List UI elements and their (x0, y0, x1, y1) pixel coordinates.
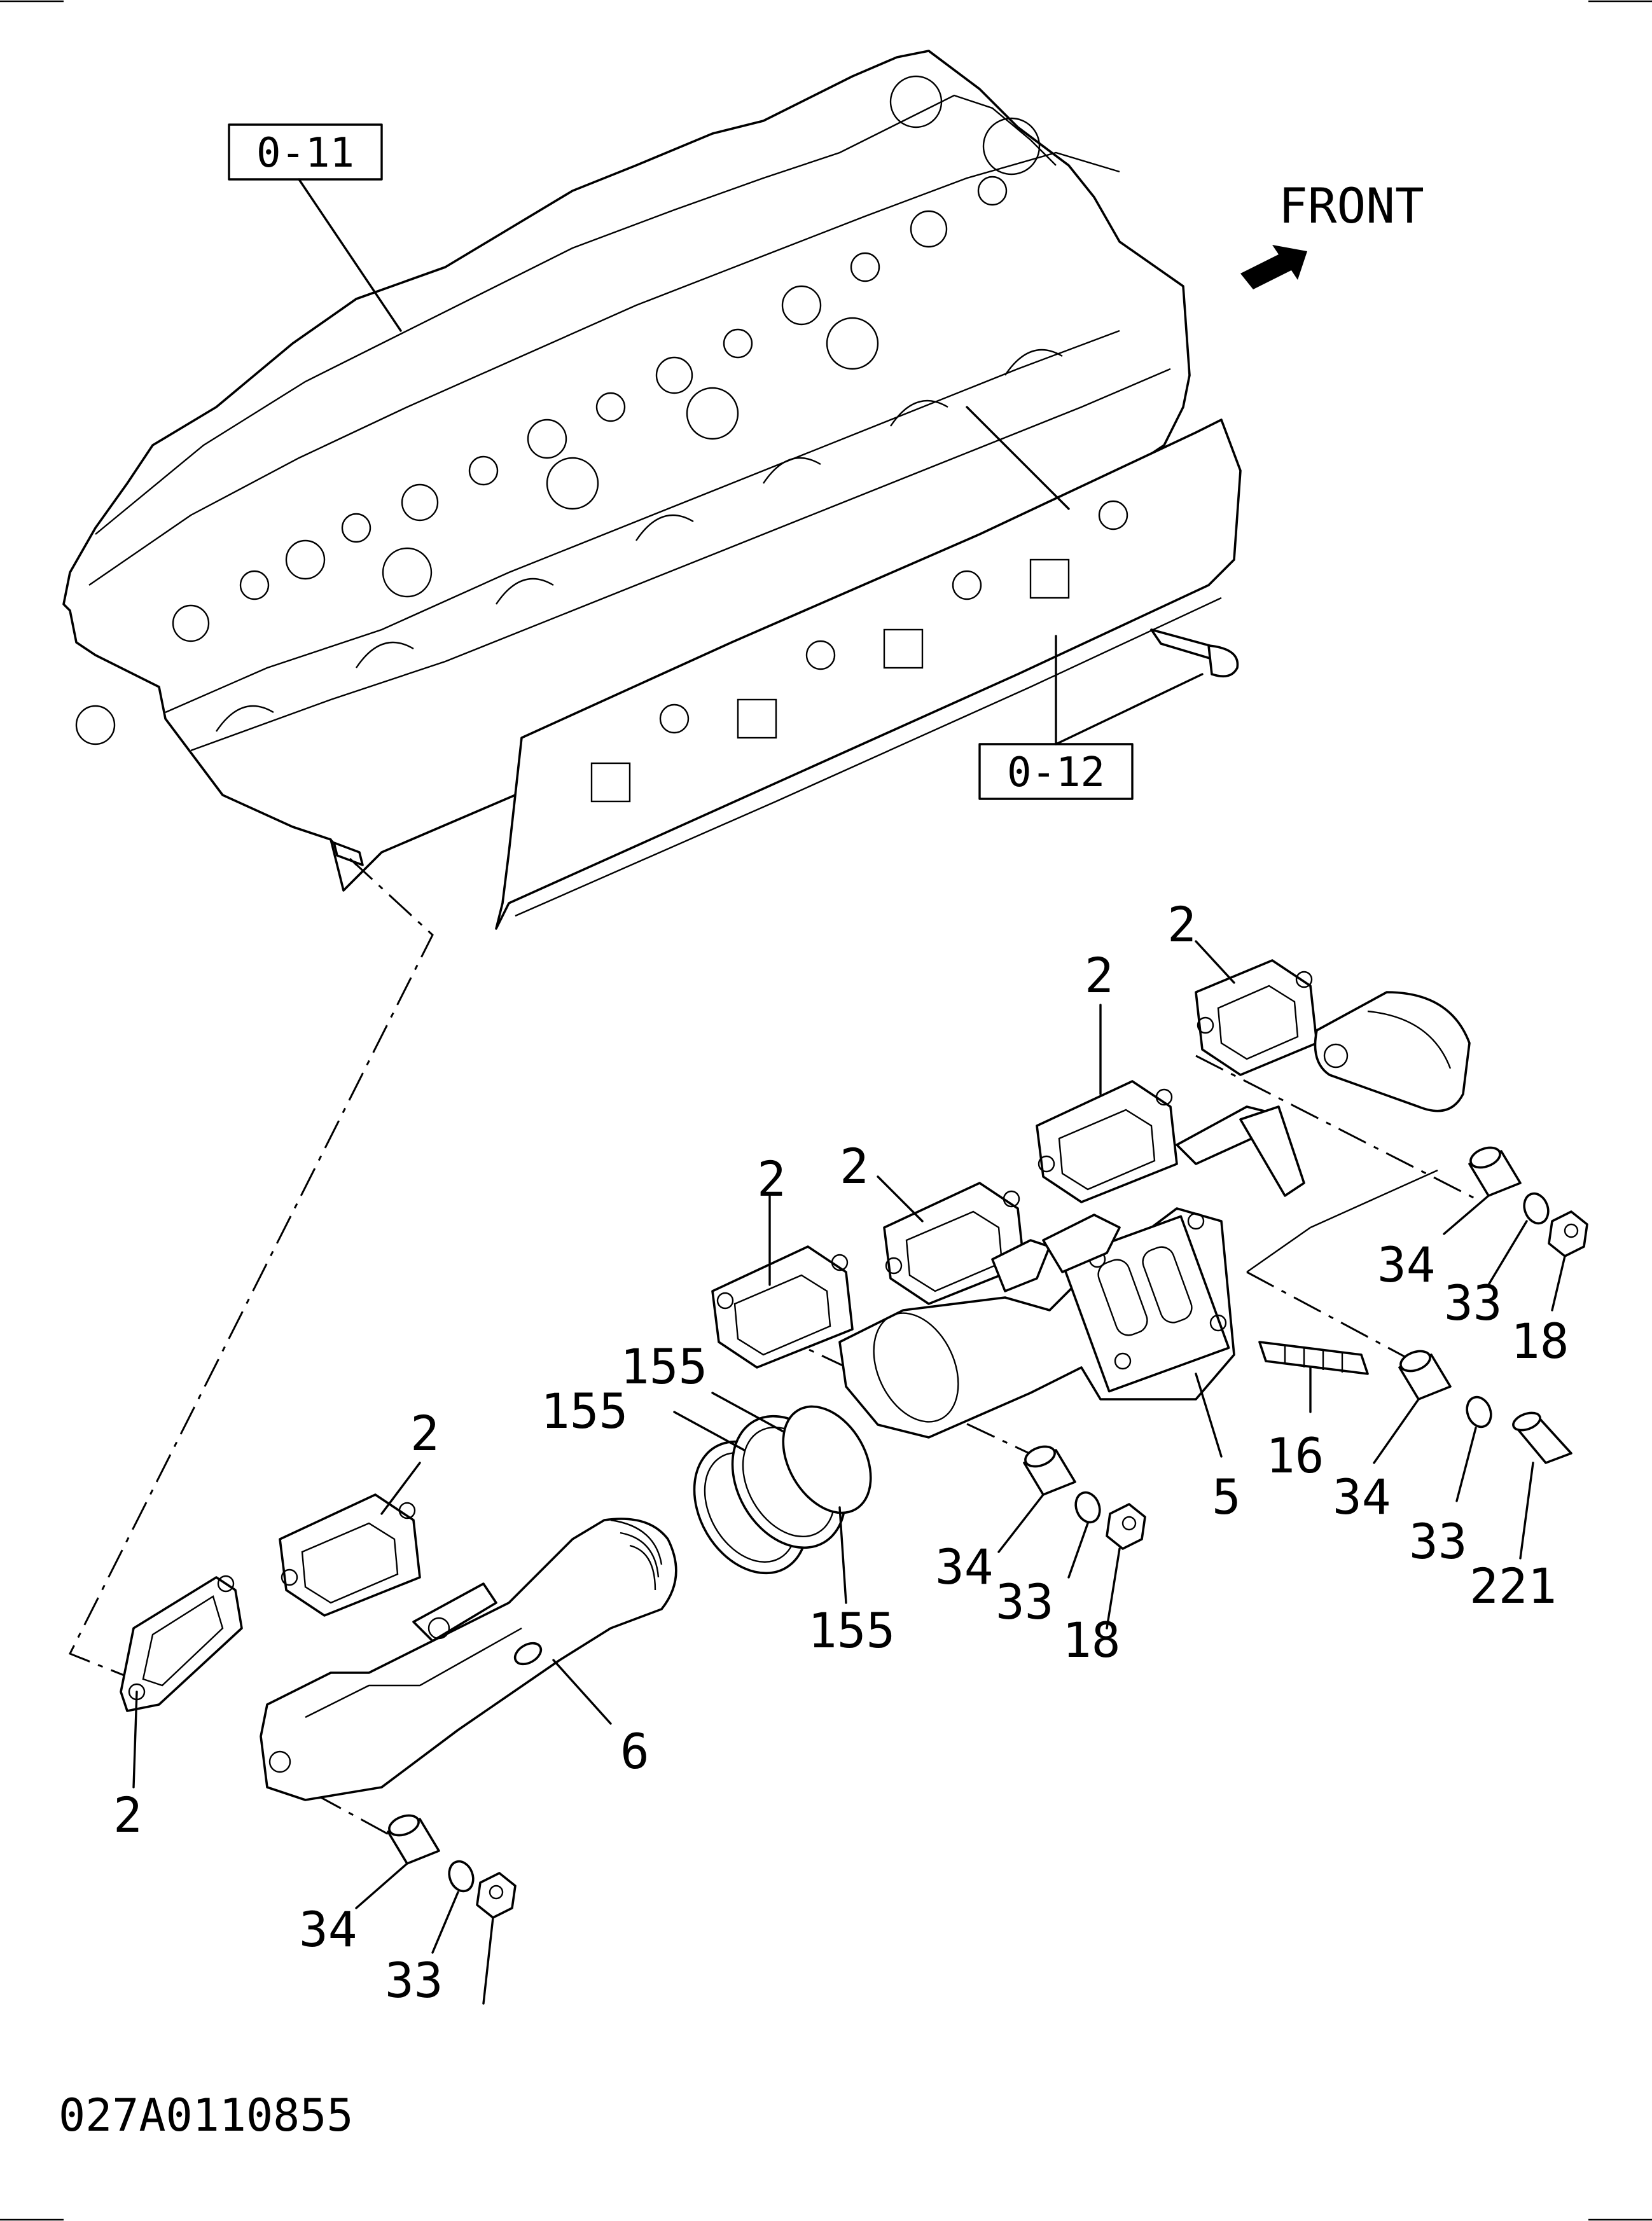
spacer-34-a[interactable] (1468, 1144, 1522, 1197)
bolt-221[interactable] (1511, 1409, 1572, 1464)
callouts: 2 2 2 2 2 2 34 33 18 16 5 34 33 221 155 … (113, 896, 1569, 2009)
stud-16[interactable] (1258, 1341, 1369, 1375)
nut-18-d[interactable] (476, 1872, 517, 1919)
callout-155-bottom[interactable]: 155 (808, 1602, 895, 1659)
callout-33-a[interactable]: 33 (1444, 1275, 1503, 1331)
gasket-2-fourth[interactable] (711, 1245, 854, 1369)
callout-33-b[interactable]: 33 (1409, 1513, 1468, 1570)
manifold-part-5[interactable] (838, 1169, 1438, 1439)
callout-2-second[interactable]: 2 (1085, 947, 1114, 1004)
washer-33-c[interactable] (1072, 1489, 1104, 1525)
callout-6[interactable]: 6 (620, 1723, 649, 1780)
callout-5[interactable]: 5 (1212, 1469, 1241, 1525)
pipe-part-6[interactable] (260, 1518, 677, 1801)
callout-2-sixth[interactable]: 2 (113, 1787, 142, 1843)
nut-18-a[interactable] (1548, 1210, 1588, 1257)
gasket-2-top[interactable] (1195, 959, 1318, 1076)
leader-lines (132, 940, 1566, 2005)
front-label: FRONT (1279, 177, 1424, 234)
callout-16[interactable]: 16 (1266, 1427, 1324, 1484)
spacer-34-c[interactable] (1023, 1443, 1076, 1496)
drawing-code: 027A0110855 (59, 2089, 354, 2141)
callout-155-mid[interactable]: 155 (541, 1383, 628, 1439)
callout-34-c[interactable]: 34 (935, 1539, 994, 1595)
reference-head[interactable]: 0-11 (228, 123, 383, 181)
washer-33-a[interactable] (1520, 1190, 1552, 1226)
callout-155-top[interactable]: 155 (620, 1338, 707, 1395)
callout-221[interactable]: 221 (1469, 1558, 1557, 1614)
callout-18-a[interactable]: 18 (1511, 1313, 1569, 1369)
rear-pipe-section[interactable] (1176, 991, 1471, 1197)
reference-head-label: 0-11 (256, 130, 354, 177)
fasteners (387, 1144, 1588, 1919)
nut-18-c[interactable] (1106, 1503, 1146, 1550)
gasket-2-sixth[interactable] (120, 1575, 243, 1712)
cover-gasket (495, 419, 1242, 930)
spacer-34-b[interactable] (1398, 1348, 1452, 1401)
gasket-2-second[interactable] (1036, 1080, 1178, 1203)
front-arrow-icon (1240, 245, 1307, 289)
callout-2-fifth[interactable]: 2 (410, 1405, 440, 1462)
callout-18-c[interactable]: 18 (1062, 1612, 1121, 1668)
gasket-2-fifth[interactable] (279, 1493, 421, 1617)
callout-33-d[interactable]: 33 (385, 1952, 443, 2009)
reference-cover-gasket[interactable]: 0-12 (978, 743, 1134, 800)
callout-34-d[interactable]: 34 (299, 1901, 357, 1958)
reference-cover-gasket-label: 0-12 (1007, 749, 1105, 796)
washer-33-d[interactable] (445, 1858, 477, 1894)
washer-33-b[interactable] (1463, 1394, 1495, 1430)
gasket-parts (120, 959, 1318, 1712)
callout-34-b[interactable]: 34 (1333, 1469, 1391, 1525)
callout-33-c[interactable]: 33 (996, 1574, 1054, 1630)
callout-2-fourth[interactable]: 2 (757, 1151, 786, 1207)
callout-2-top[interactable]: 2 (1167, 896, 1197, 953)
spacer-34-d[interactable] (387, 1812, 440, 1865)
callout-2-third[interactable]: 2 (840, 1138, 869, 1194)
cylinder-head (62, 50, 1191, 892)
callout-34-a[interactable]: 34 (1377, 1236, 1436, 1293)
seal-rings-155[interactable] (672, 1391, 889, 1593)
